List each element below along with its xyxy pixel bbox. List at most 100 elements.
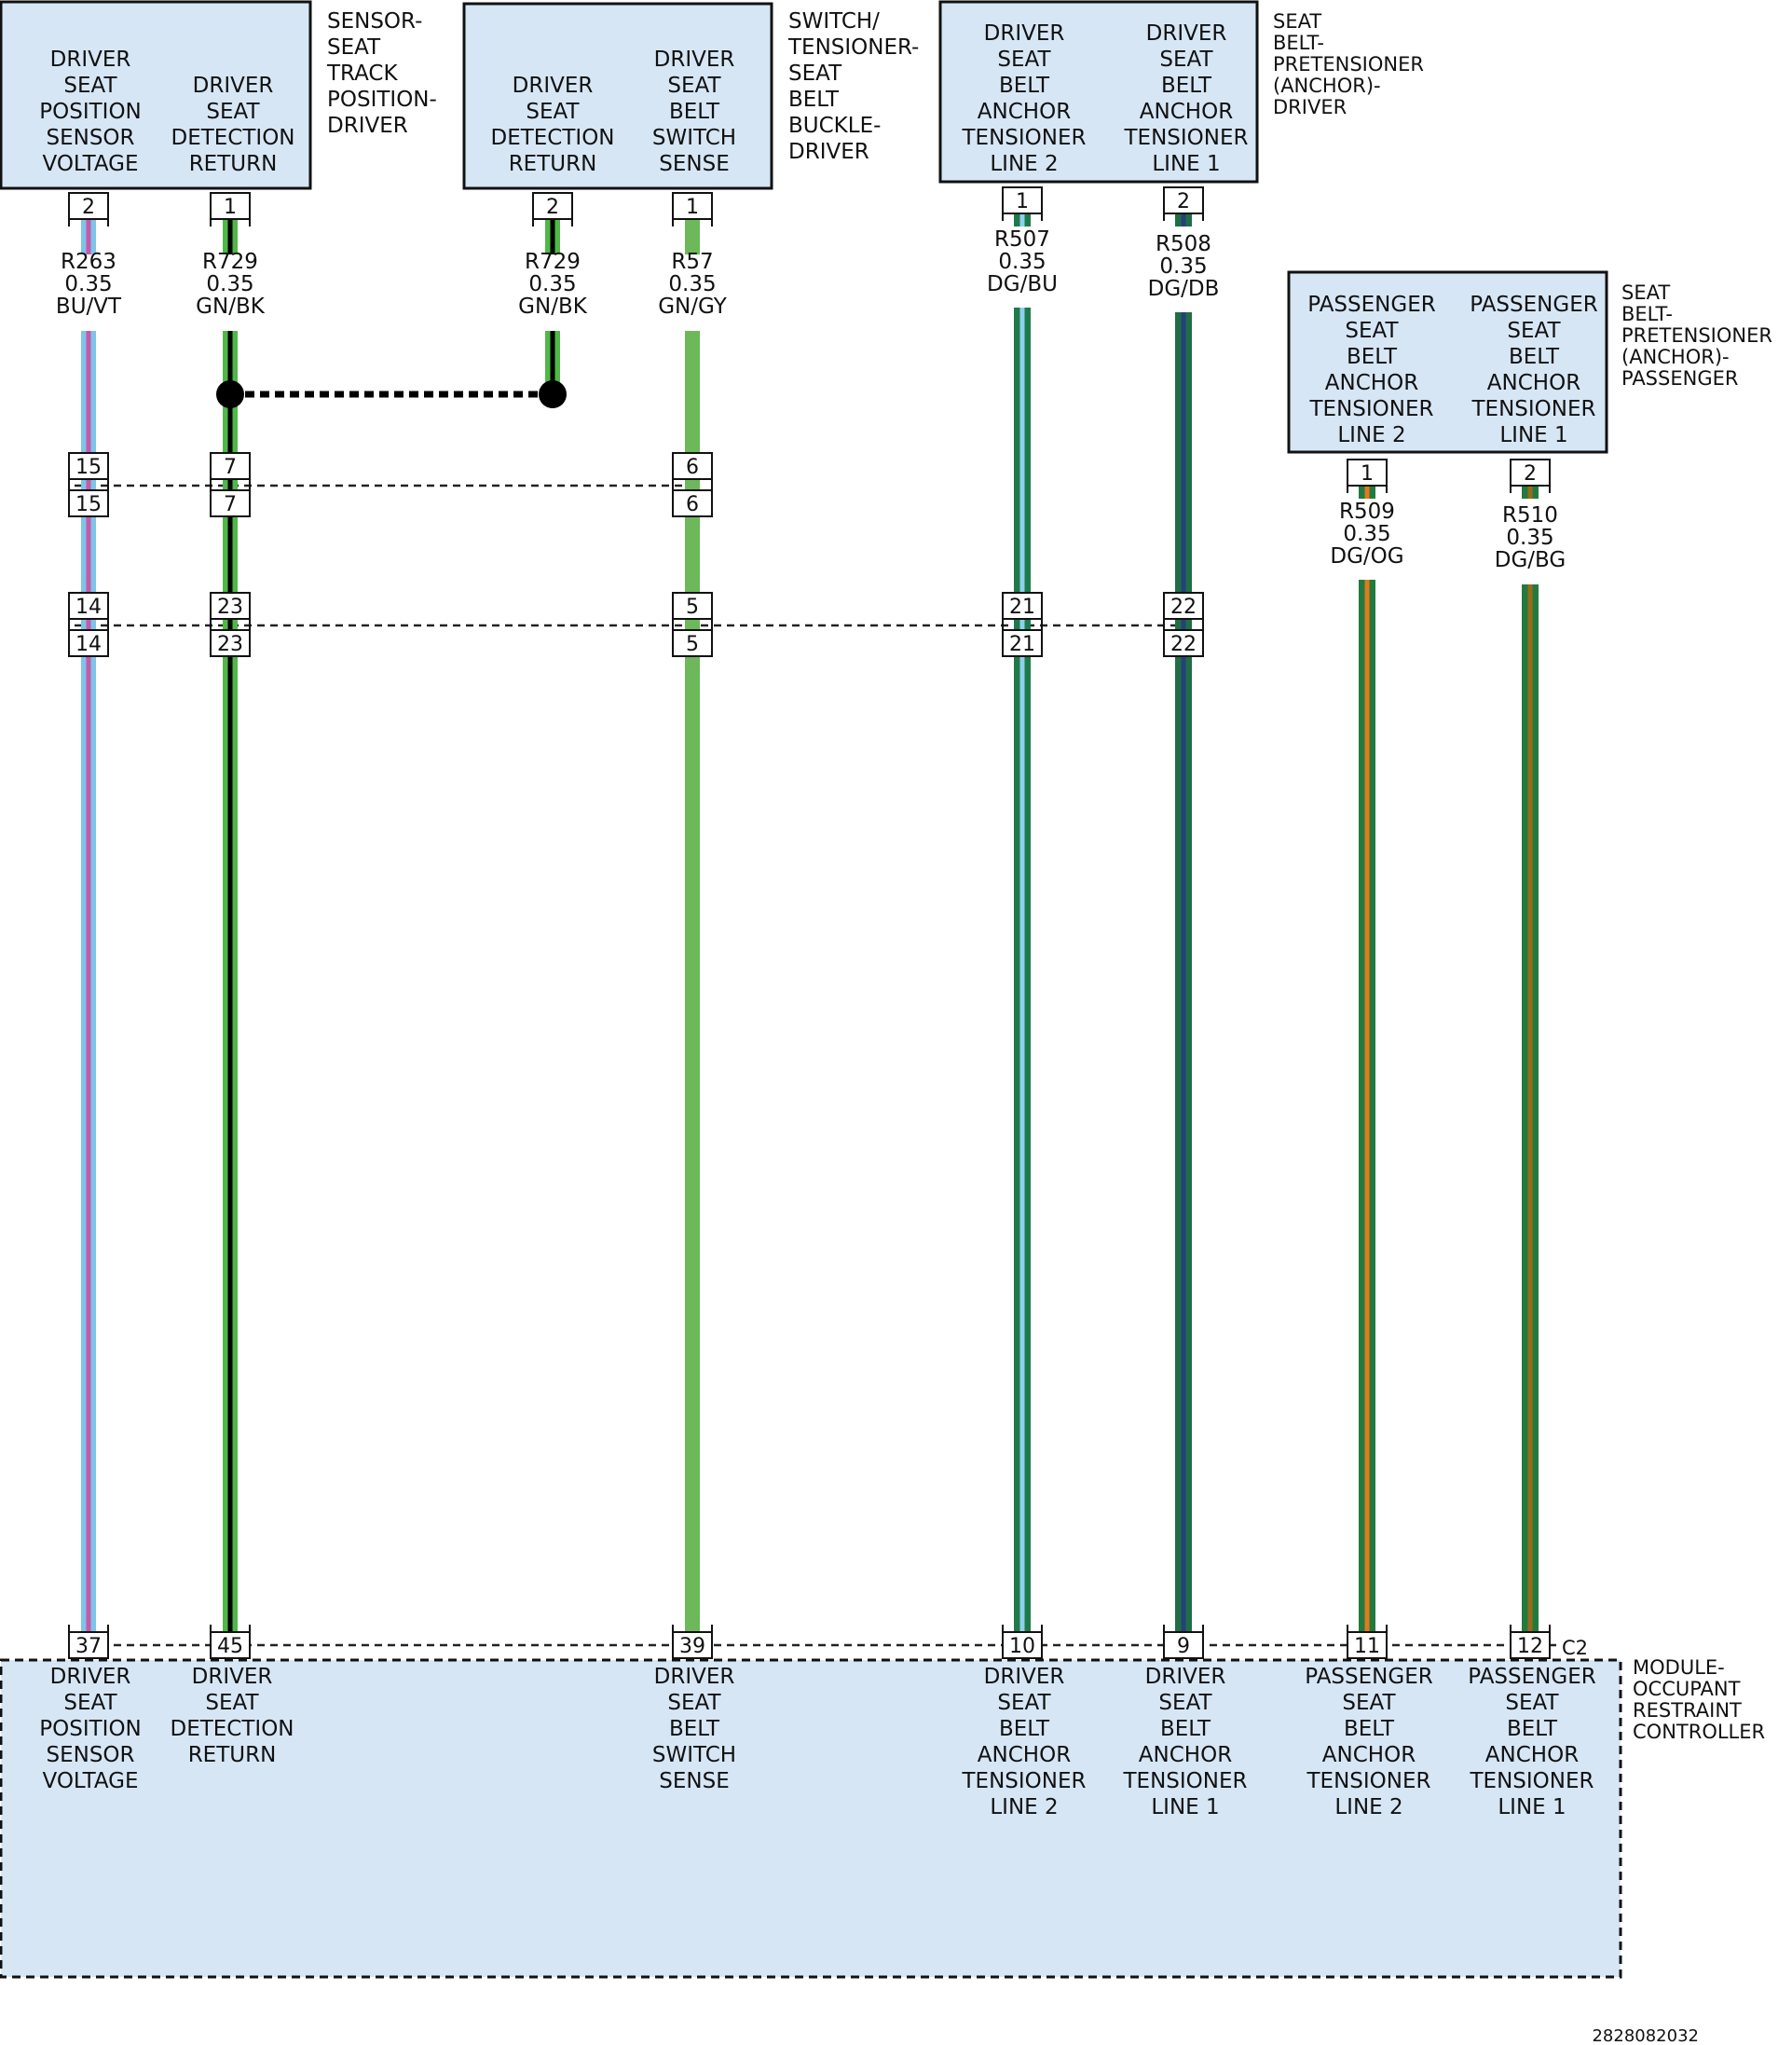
svg-text:22: 22 bbox=[1170, 633, 1197, 656]
switch-tensioner-name: SWITCH/ TENSIONER- SEAT BELT BUCKLE- DRI… bbox=[787, 9, 926, 164]
svg-text:12: 12 bbox=[1517, 1635, 1543, 1658]
svg-text:15: 15 bbox=[75, 493, 102, 516]
lower-inline-pin-bottom-14[interactable]: 14 bbox=[68, 623, 109, 657]
module-name: MODULE- OCCUPANT RESTRAINT CONTROLLER bbox=[1633, 1656, 1765, 1743]
sensor-pin-b[interactable]: 1 bbox=[210, 192, 251, 226]
svg-text:6: 6 bbox=[686, 493, 699, 516]
wire-r729-2 bbox=[545, 211, 560, 394]
svg-text:2: 2 bbox=[546, 196, 559, 219]
switch-pin-a[interactable]: 2 bbox=[532, 192, 573, 226]
svg-text:22: 22 bbox=[1170, 596, 1197, 619]
svg-text:9: 9 bbox=[1177, 1635, 1190, 1658]
lower-inline-pin-top-5[interactable]: 5 bbox=[672, 592, 713, 626]
svg-text:1: 1 bbox=[1361, 462, 1374, 486]
svg-text:2: 2 bbox=[82, 196, 95, 219]
svg-text:1: 1 bbox=[224, 196, 237, 219]
upper-inline-pin-top-6[interactable]: 6 bbox=[672, 452, 713, 487]
sensor-seat-track-name: SENSOR- SEAT TRACK POSITION- DRIVER bbox=[326, 9, 444, 138]
svg-text:37: 37 bbox=[75, 1635, 102, 1658]
svg-text:1: 1 bbox=[1016, 190, 1029, 213]
lower-inline-pin-bottom-22[interactable]: 22 bbox=[1163, 623, 1204, 657]
wire-r263-0 bbox=[81, 211, 96, 1645]
pretensioner-passenger-name: SEAT BELT- PRETENSIONER (ANCHOR)- PASSEN… bbox=[1621, 281, 1779, 390]
module-pin-9[interactable]: 9 bbox=[1163, 1625, 1204, 1659]
sensor-pin-a[interactable]: 2 bbox=[68, 192, 109, 226]
upper-inline-pin-bottom-15[interactable]: 15 bbox=[68, 483, 109, 517]
svg-text:2: 2 bbox=[1177, 190, 1190, 213]
lower-inline-pin-bottom-21[interactable]: 21 bbox=[1002, 623, 1043, 657]
svg-text:1: 1 bbox=[686, 196, 699, 219]
wire-r510-7 bbox=[1522, 477, 1539, 1645]
occupant-restraint-module-box[interactable] bbox=[0, 1658, 1622, 1979]
lower-inline-pin-top-23[interactable]: 23 bbox=[210, 592, 251, 626]
wire-r57-3 bbox=[685, 211, 700, 1645]
module-pin-11[interactable]: 11 bbox=[1347, 1625, 1388, 1659]
svg-text:7: 7 bbox=[224, 456, 237, 479]
splice-dot-left bbox=[216, 380, 244, 408]
wire-r507-4 bbox=[1014, 205, 1031, 1645]
pretensioner-driver-pin-b[interactable]: 2 bbox=[1163, 186, 1204, 221]
svg-text:23: 23 bbox=[217, 633, 243, 656]
pretensioner-driver-pin-a[interactable]: 1 bbox=[1002, 186, 1043, 221]
wire-r508-5 bbox=[1175, 205, 1192, 1645]
svg-text:10: 10 bbox=[1009, 1635, 1035, 1658]
sensor-seat-track-box[interactable] bbox=[0, 0, 312, 190]
svg-text:23: 23 bbox=[217, 596, 243, 619]
svg-text:15: 15 bbox=[75, 456, 102, 479]
upper-inline-pin-bottom-6[interactable]: 6 bbox=[672, 483, 713, 517]
wire-r729-1 bbox=[223, 211, 238, 1645]
svg-text:45: 45 bbox=[217, 1635, 243, 1658]
module-pin-10[interactable]: 10 bbox=[1002, 1625, 1043, 1659]
svg-text:5: 5 bbox=[686, 633, 699, 656]
module-pin-37[interactable]: 37 bbox=[68, 1625, 109, 1659]
svg-text:7: 7 bbox=[224, 493, 237, 516]
pretensioner-passenger-pin-b[interactable]: 2 bbox=[1510, 459, 1551, 493]
svg-text:21: 21 bbox=[1009, 633, 1035, 656]
module-pin-12[interactable]: 12 bbox=[1510, 1625, 1551, 1659]
svg-text:21: 21 bbox=[1009, 596, 1035, 619]
pretensioner-passenger-box[interactable] bbox=[1287, 270, 1608, 454]
switch-tensioner-box[interactable] bbox=[462, 2, 773, 190]
lower-inline-pin-top-21[interactable]: 21 bbox=[1002, 592, 1043, 626]
lower-inline-pin-bottom-5[interactable]: 5 bbox=[672, 623, 713, 657]
svg-text:5: 5 bbox=[686, 596, 699, 619]
module-pin-45[interactable]: 45 bbox=[210, 1625, 251, 1659]
upper-inline-pin-bottom-7[interactable]: 7 bbox=[210, 483, 251, 517]
pretensioner-passenger-pin-a[interactable]: 1 bbox=[1347, 459, 1388, 493]
wires-layer bbox=[81, 205, 1539, 1645]
svg-text:39: 39 bbox=[679, 1635, 705, 1658]
wire-r509-6 bbox=[1359, 477, 1375, 1645]
module-connector-id: C2 bbox=[1562, 1637, 1588, 1659]
module-pin-39[interactable]: 39 bbox=[672, 1625, 713, 1659]
svg-text:6: 6 bbox=[686, 456, 699, 479]
switch-pin-b[interactable]: 1 bbox=[672, 192, 713, 226]
lower-inline-pin-top-14[interactable]: 14 bbox=[68, 592, 109, 626]
splice-dot-right bbox=[539, 380, 567, 408]
pretensioner-driver-name: SEAT BELT- PRETENSIONER (ANCHOR)- DRIVER bbox=[1273, 10, 1430, 118]
lower-inline-pin-bottom-23[interactable]: 23 bbox=[210, 623, 251, 657]
svg-text:14: 14 bbox=[75, 596, 102, 619]
pretensioner-driver-box[interactable] bbox=[938, 0, 1259, 184]
